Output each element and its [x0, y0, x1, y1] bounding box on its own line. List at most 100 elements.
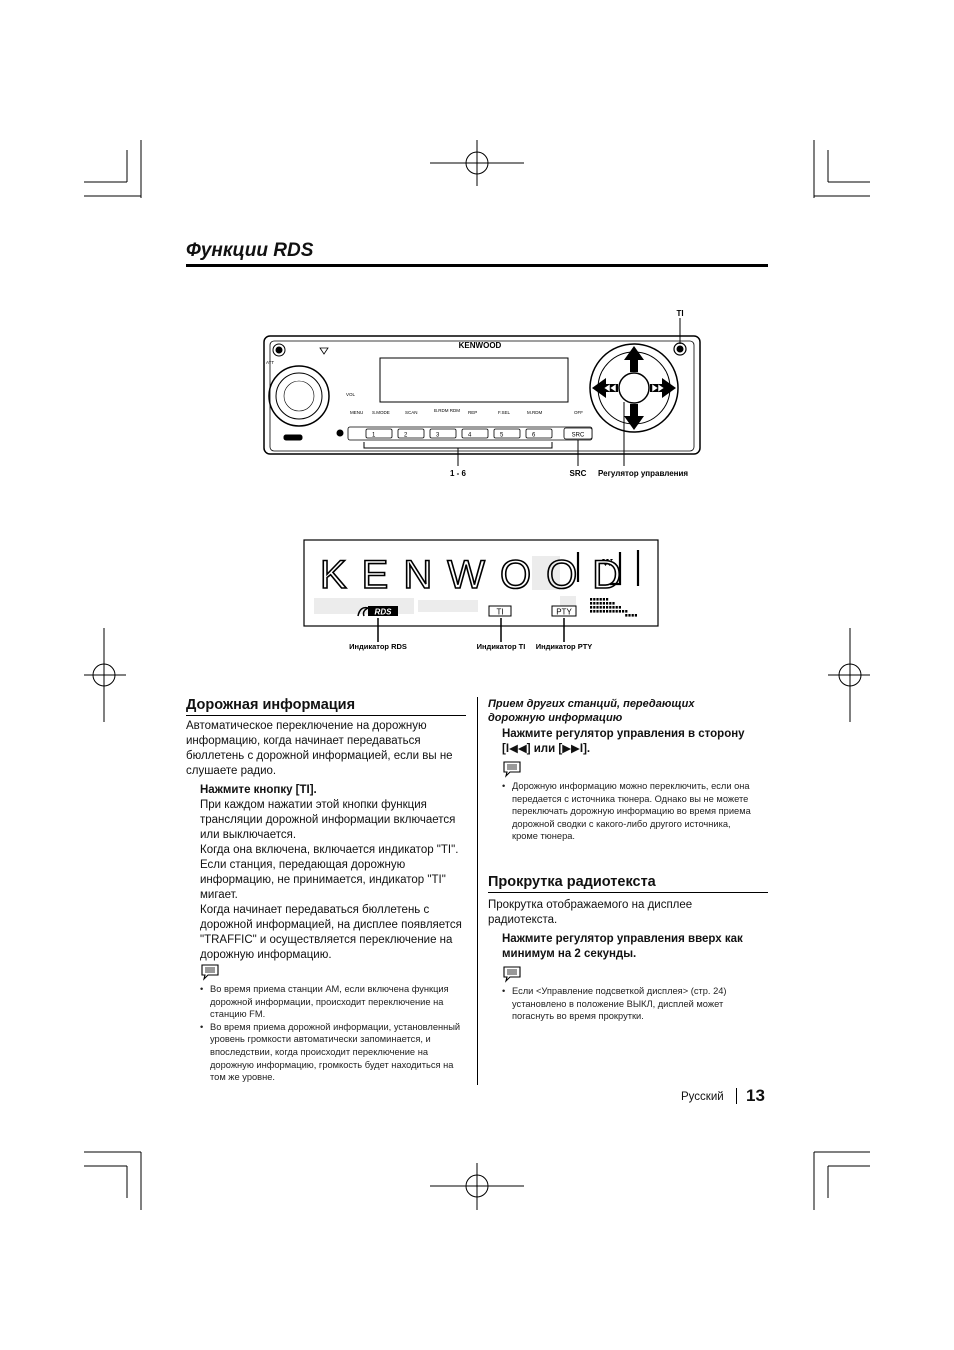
level-meter-dot [615, 610, 618, 613]
scroll-notes: Если <Управление подсветкой дисплея> (ст… [502, 985, 754, 1023]
scroll-intro: Прокрутка отображаемого на дисплее радио… [488, 899, 693, 926]
level-meter-dot [602, 610, 605, 613]
preset-key [493, 428, 521, 439]
brand-logo: KENWOOD [459, 341, 502, 350]
footer-divider [736, 1088, 737, 1104]
level-meter-dot [622, 610, 625, 613]
level-meter-dot [609, 602, 612, 605]
preset-key-label: 4 [468, 433, 472, 439]
traffic-step: Нажмите кнопку [TI]. [200, 784, 317, 796]
level-meter-dot [596, 606, 599, 609]
level-meter-dot [609, 606, 612, 609]
display-illustration: KENWOOD RDS TI PTY Индикатор RDS Индикат… [303, 539, 659, 651]
fsel-label: F.SEL [498, 410, 511, 415]
level-meter-dot [590, 610, 593, 613]
level-meter-dot [628, 614, 631, 617]
preset-key-label: 3 [436, 433, 440, 439]
column-divider [477, 697, 478, 1085]
level-meter-dot [615, 606, 618, 609]
level-meter-dot [612, 610, 615, 613]
level-meter-dot [625, 614, 628, 617]
smode-label: S.MODE [372, 410, 390, 415]
other-stations-step: Нажмите регулятор управления в сторону [… [502, 728, 745, 755]
brdm-label: B.RDM RDM [434, 408, 460, 413]
scroll-heading-rule [488, 892, 768, 893]
level-meter-dot [625, 610, 628, 613]
rep-label: REP [468, 410, 477, 415]
preset-key-label: 6 [532, 433, 536, 439]
ti-button-label: TI [676, 309, 683, 318]
traffic-paragraph: Когда она включена, включается индикатор… [200, 844, 459, 856]
att-label: ATT [266, 360, 274, 365]
ti-indicator-label: Индикатор TI [477, 642, 526, 651]
preset-key-label: 2 [404, 433, 408, 439]
level-meter-dot [593, 602, 596, 605]
level-meter-dot [599, 598, 602, 601]
level-meter-dot [596, 598, 599, 601]
level-meter-dot [612, 602, 615, 605]
level-meter-dot [612, 606, 615, 609]
level-meter-dot [618, 606, 621, 609]
level-meter-dot [593, 598, 596, 601]
level-meter-dot [606, 598, 609, 601]
other-stations-heading: Прием других станций, передающих дорожну… [488, 698, 695, 724]
title-rule [186, 264, 768, 267]
scan-label: SCAN [405, 410, 418, 415]
traffic-heading: Дорожная информация [186, 697, 356, 713]
note-item: Если <Управление подсветкой дисплея> (ст… [502, 985, 754, 1023]
off-label: OFF [574, 410, 583, 415]
level-meter-dot [596, 610, 599, 613]
pty-indicator-label: Индикатор PTY [536, 642, 593, 651]
page-number: 13 [746, 1086, 765, 1105]
page-title: Функции RDS [186, 240, 314, 261]
vol-label: VOL [346, 392, 356, 397]
ti-badge-text: TI [496, 608, 503, 617]
level-meter-dot [602, 602, 605, 605]
note-item: Дорожную информацию можно переключить, е… [502, 780, 754, 843]
level-meter-dot [590, 598, 593, 601]
language-label: Русский [681, 1091, 724, 1103]
preset-key [365, 428, 393, 439]
level-meter-dot [602, 598, 605, 601]
src-label: SRC [570, 469, 587, 478]
preset-key [461, 428, 489, 439]
preset-key-label: 5 [500, 433, 504, 439]
src-key-label: SRC [572, 433, 585, 439]
level-meter-dot [602, 606, 605, 609]
level-meter-dot [593, 610, 596, 613]
level-meter-dot [606, 602, 609, 605]
traffic-intro: Автоматическое переключение на дорожную … [186, 720, 453, 777]
other-stations-notes: Дорожную информацию можно переключить, е… [502, 780, 754, 843]
pty-badge-text: PTY [556, 608, 572, 617]
note-item: Во время приема дорожной информации, уст… [200, 1021, 468, 1084]
presets-label: 1 - 6 [450, 469, 467, 478]
level-meter-dot [606, 610, 609, 613]
level-meter-dot [596, 602, 599, 605]
note-item: Во время приема станции AM, если включен… [200, 983, 468, 1021]
rds-indicator-label: Индикатор RDS [349, 642, 407, 651]
display-kenwood-text: KENWOOD [320, 553, 636, 597]
level-meter-dot [599, 602, 602, 605]
level-meter-dot [618, 610, 621, 613]
head-unit-illustration: SRC KENWOOD ATT VOL MENU S.MODE SCAN B.R… [263, 309, 701, 478]
level-meter-dot [590, 606, 593, 609]
preset-key [397, 428, 425, 439]
mrdm-label: M.RDM [527, 410, 542, 415]
rds-logo-badge: RDS [357, 606, 398, 617]
preset-key [525, 428, 553, 439]
menu-label: MENU [350, 410, 363, 415]
rds-badge-text: RDS [375, 608, 393, 617]
level-meter-dot [599, 606, 602, 609]
traffic-heading-rule [186, 715, 466, 716]
preset-key [429, 428, 457, 439]
note-icon [503, 966, 521, 983]
preset-key-label: 1 [372, 433, 376, 439]
level-meter-dot [609, 610, 612, 613]
scroll-heading: Прокрутка радиотекста [488, 874, 656, 890]
traffic-notes: Во время приема станции AM, если включен… [200, 983, 468, 1084]
traffic-paragraph: Когда начинает передаваться бюллетень с … [200, 904, 462, 961]
level-meter-dot [634, 614, 637, 617]
level-meter-dot [606, 606, 609, 609]
level-meter-dot [593, 606, 596, 609]
